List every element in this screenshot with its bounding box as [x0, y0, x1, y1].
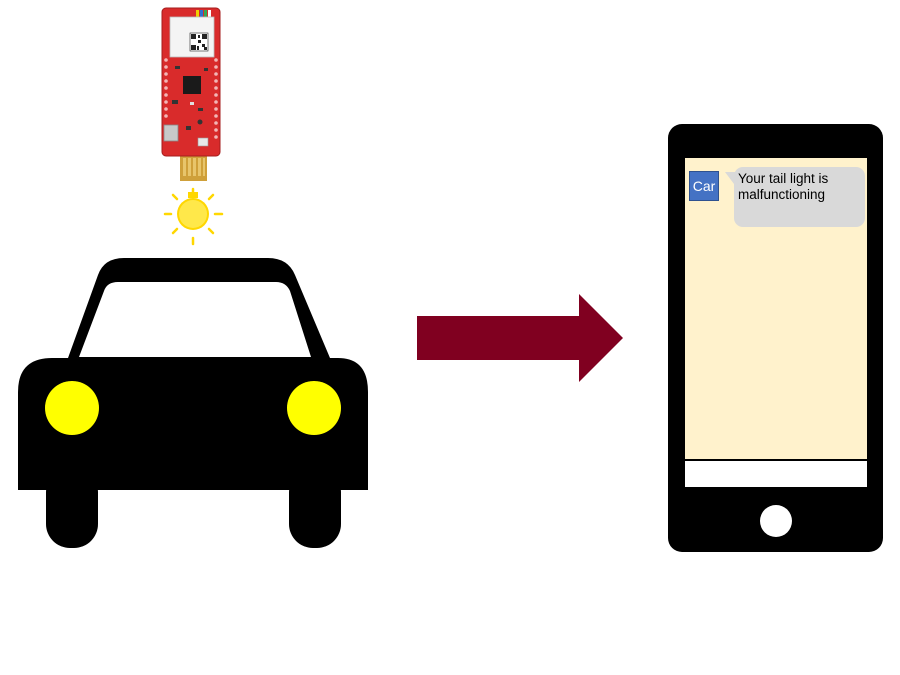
right-headlight	[287, 381, 341, 435]
left-headlight	[45, 381, 99, 435]
message-input-area	[685, 461, 867, 487]
sender-badge: Car	[689, 171, 719, 201]
message-text: Your tail light is malfunctioning	[738, 171, 829, 202]
sender-name: Car	[692, 178, 716, 194]
sim800h-board	[161, 7, 221, 181]
message-bubble: Your tail light is malfunctioning	[734, 167, 865, 227]
home-button	[760, 505, 792, 537]
